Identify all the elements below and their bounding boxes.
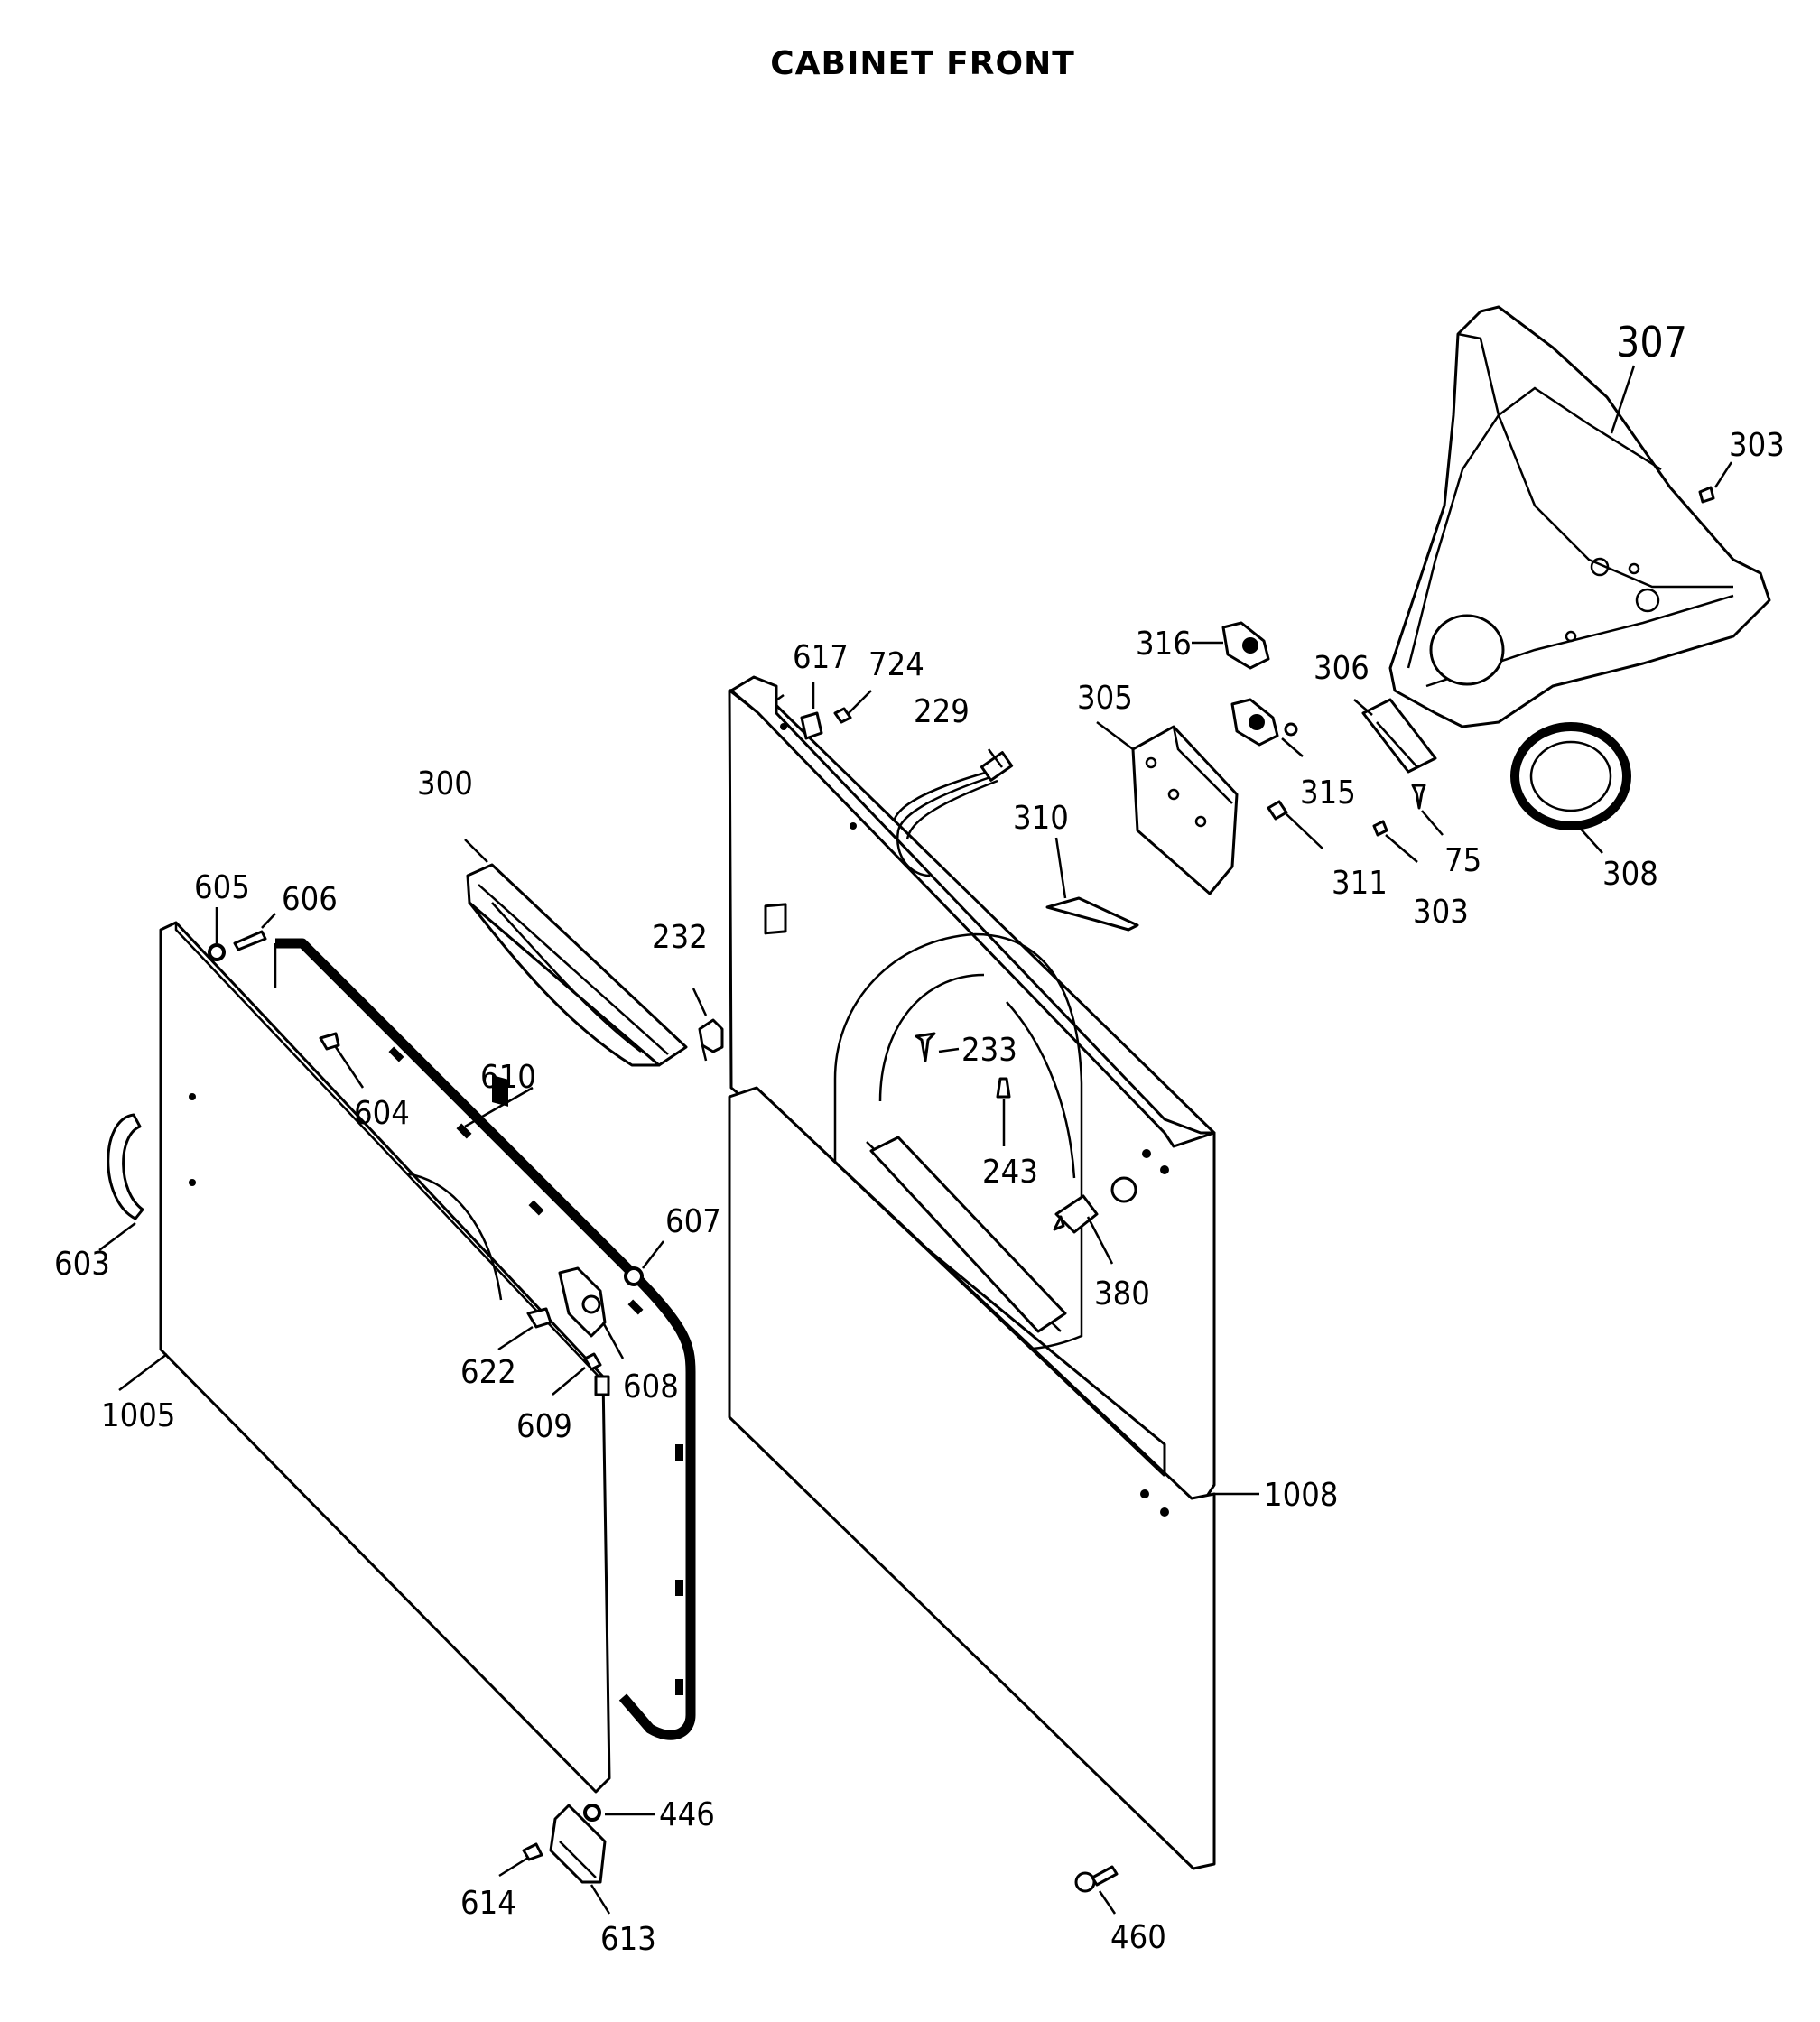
screw-724 bbox=[833, 707, 852, 724]
label-300: 300 bbox=[417, 765, 473, 802]
label-622: 622 bbox=[460, 1354, 516, 1391]
label-604: 604 bbox=[354, 1095, 410, 1132]
label-617: 617 bbox=[793, 639, 849, 676]
label-315: 315 bbox=[1300, 774, 1356, 812]
label-605: 605 bbox=[194, 869, 250, 906]
label-609: 609 bbox=[516, 1408, 572, 1445]
label-613: 613 bbox=[600, 1921, 656, 1958]
insulator-310 bbox=[1045, 896, 1139, 932]
washer-607 bbox=[624, 1266, 644, 1286]
door-switch-232 bbox=[698, 1018, 724, 1062]
label-316: 316 bbox=[1136, 626, 1192, 663]
label-303-top: 303 bbox=[1729, 427, 1785, 464]
label-614: 614 bbox=[460, 1885, 516, 1922]
seal-308 bbox=[1510, 722, 1631, 830]
screw-606 bbox=[233, 930, 267, 951]
drum-lamp-380 bbox=[1053, 1176, 1138, 1234]
wire-harness-229 bbox=[892, 751, 1014, 877]
label-232: 232 bbox=[652, 919, 708, 956]
thermostat-316 bbox=[1221, 621, 1270, 670]
label-460: 460 bbox=[1110, 1919, 1166, 1956]
label-233: 233 bbox=[961, 1032, 1017, 1069]
label-305: 305 bbox=[1077, 680, 1133, 717]
thermostat-315 bbox=[1230, 698, 1298, 747]
cabinet-front-top-panel bbox=[728, 675, 1216, 1870]
washer-446 bbox=[583, 1804, 601, 1822]
screw-614 bbox=[522, 1842, 543, 1861]
screw-622 bbox=[526, 1307, 552, 1329]
label-229: 229 bbox=[914, 693, 970, 730]
nut-311 bbox=[1267, 800, 1288, 821]
leveling-leg-460 bbox=[1074, 1865, 1119, 1893]
part-labels: 1008 1005 603 610 300 232 233 243 380 22… bbox=[54, 318, 1785, 1958]
label-303-bottom: 303 bbox=[1413, 894, 1469, 931]
label-243: 243 bbox=[982, 1154, 1038, 1191]
door-handle-603 bbox=[107, 1113, 144, 1220]
label-307: 307 bbox=[1616, 318, 1687, 366]
label-75: 75 bbox=[1444, 842, 1481, 879]
door-panel-1005 bbox=[159, 921, 611, 1794]
screw-604 bbox=[319, 1032, 340, 1051]
label-607: 607 bbox=[665, 1203, 721, 1240]
leader-lines bbox=[98, 365, 1733, 1915]
label-446: 446 bbox=[659, 1796, 715, 1833]
label-608: 608 bbox=[623, 1368, 679, 1405]
bracket-305 bbox=[1131, 725, 1239, 895]
label-606: 606 bbox=[282, 881, 338, 918]
door-gasket-610 bbox=[274, 938, 696, 1740]
label-306: 306 bbox=[1314, 650, 1370, 687]
screw-243 bbox=[996, 1077, 1011, 1099]
label-603: 603 bbox=[54, 1246, 110, 1283]
label-610: 610 bbox=[480, 1059, 536, 1096]
diagram-title: CABINET FRONT bbox=[770, 45, 1075, 82]
label-310: 310 bbox=[1013, 800, 1069, 837]
screw-233 bbox=[915, 1032, 936, 1062]
clip-617 bbox=[800, 711, 823, 740]
duct-assembly-307 bbox=[1388, 305, 1771, 728]
label-380: 380 bbox=[1094, 1275, 1150, 1312]
screw-303-top bbox=[1698, 486, 1715, 504]
lint-filter-housing-300 bbox=[466, 863, 688, 1107]
screw-75 bbox=[1411, 784, 1426, 810]
screw-609 bbox=[583, 1352, 602, 1371]
screw-303-bottom bbox=[1372, 820, 1388, 837]
label-724: 724 bbox=[868, 646, 924, 683]
label-308: 308 bbox=[1602, 856, 1658, 893]
washer-605 bbox=[208, 943, 226, 961]
door-catch-608 bbox=[558, 1266, 607, 1338]
bracket-306 bbox=[1361, 698, 1437, 774]
label-311: 311 bbox=[1332, 865, 1388, 902]
hinge-613 bbox=[549, 1804, 607, 1884]
label-1008: 1008 bbox=[1264, 1477, 1338, 1514]
label-1005: 1005 bbox=[101, 1397, 175, 1434]
